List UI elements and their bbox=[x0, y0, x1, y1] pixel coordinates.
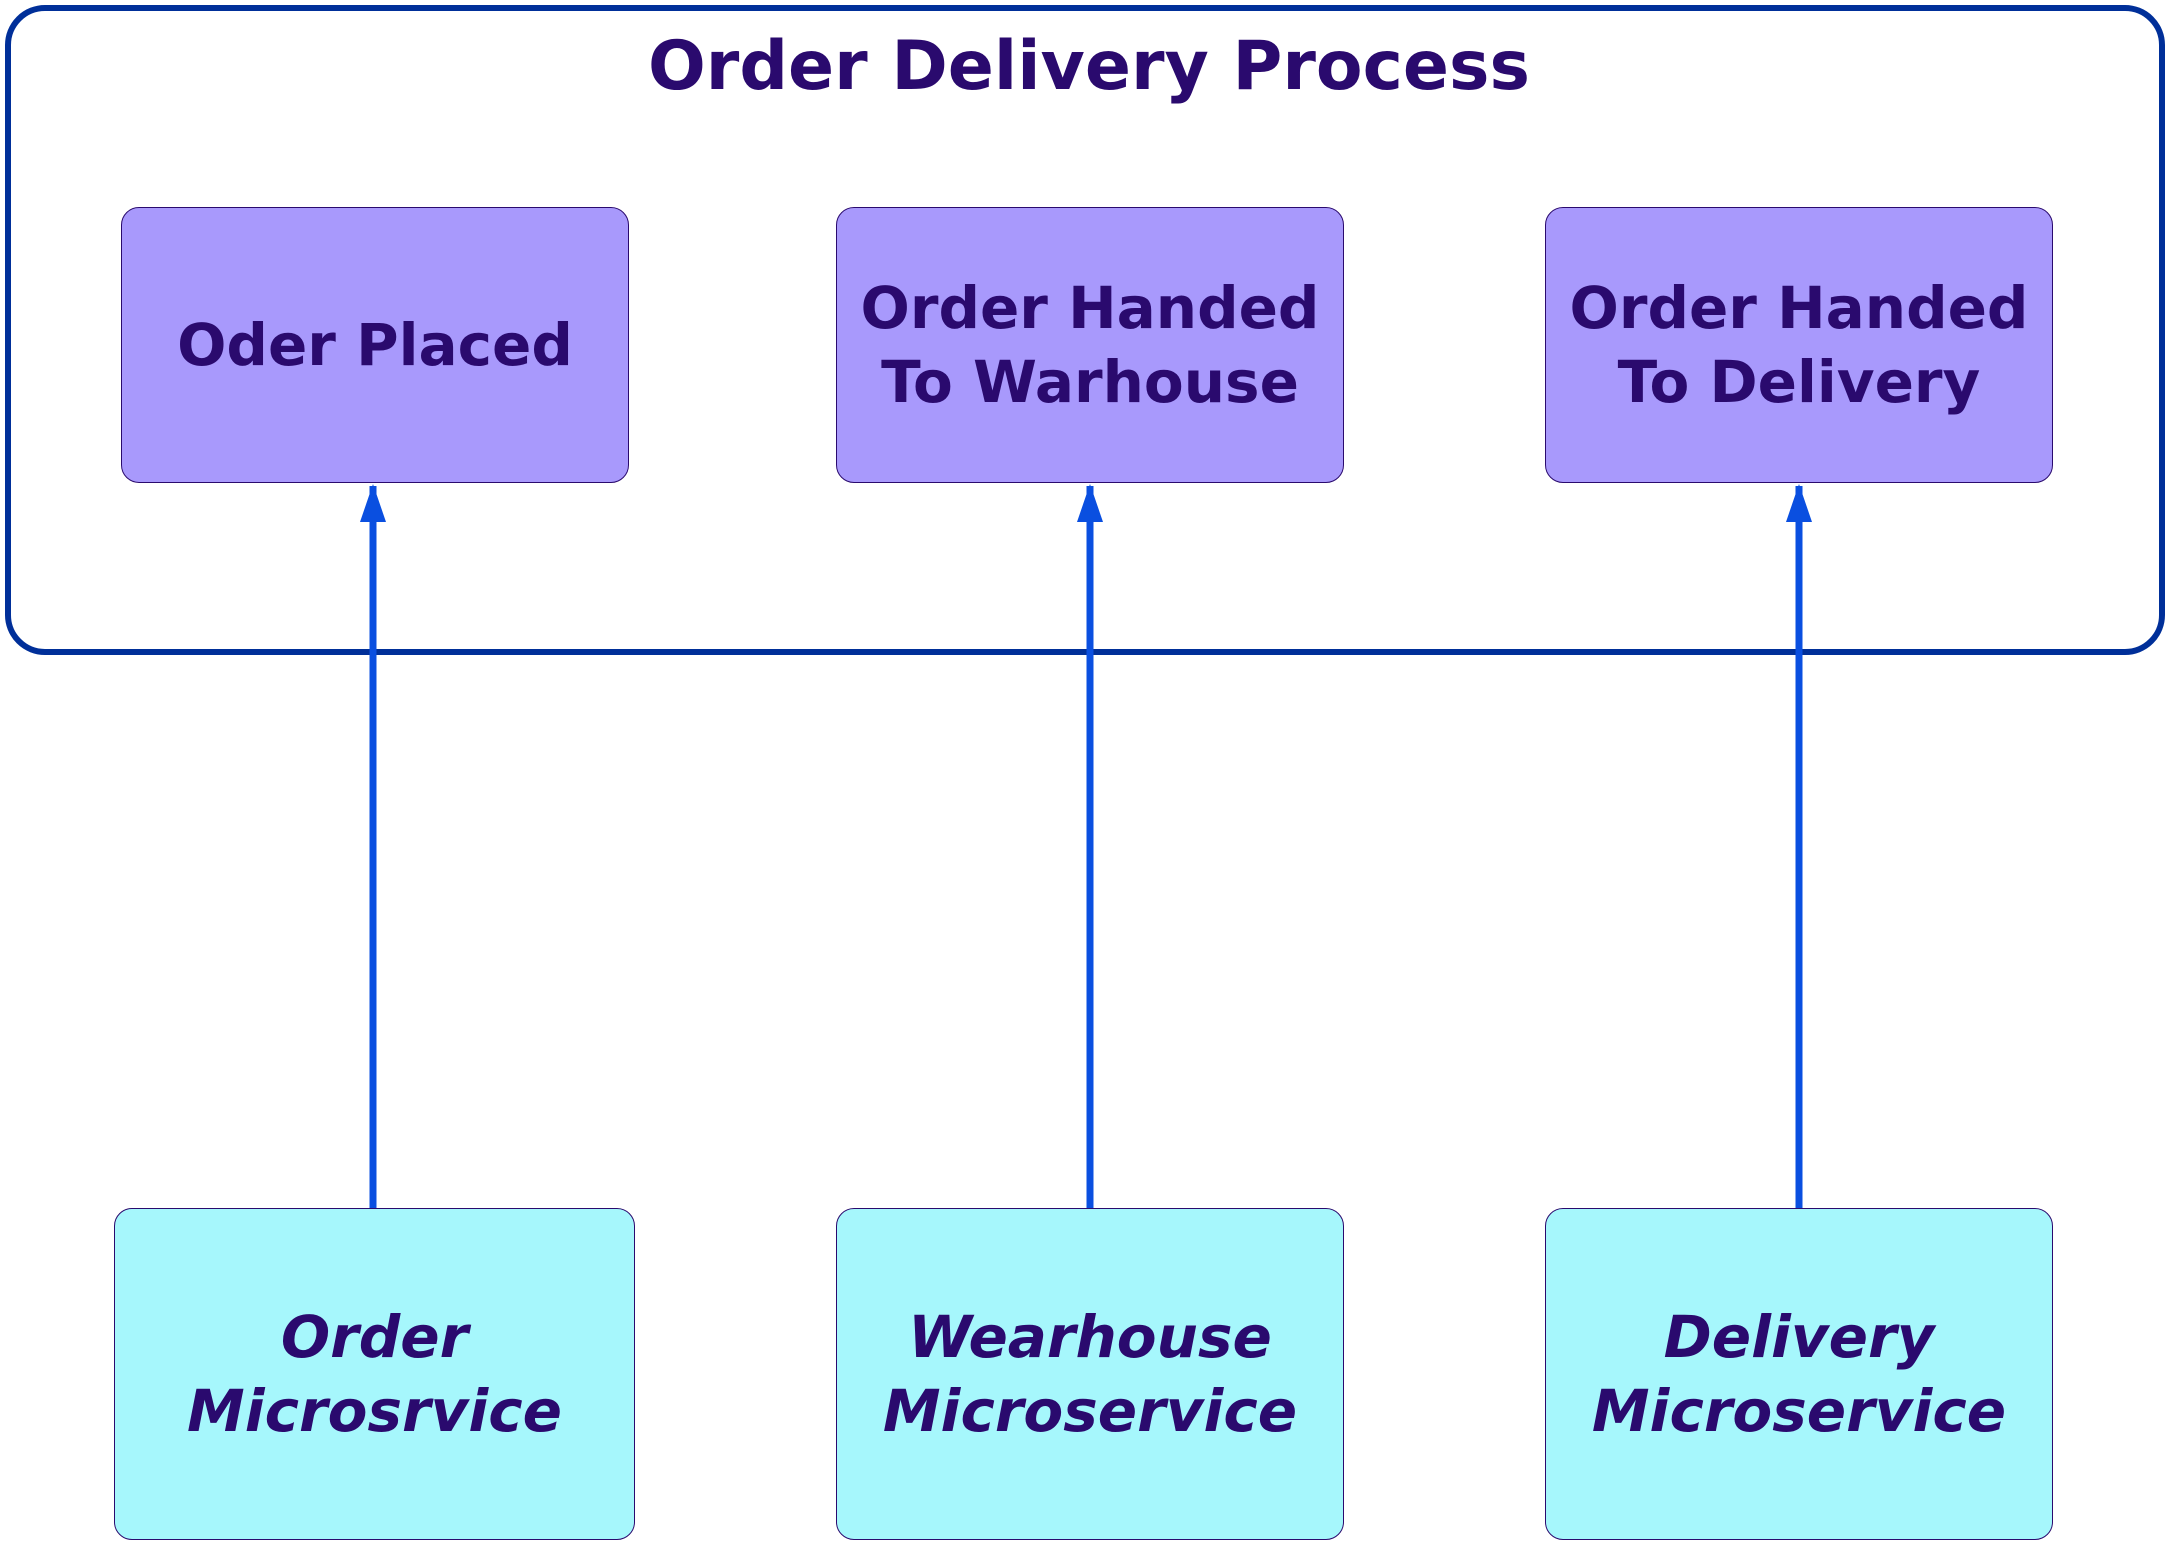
stage-handed-to-warehouse[interactable]: Order Handed To Warhouse bbox=[836, 207, 1344, 483]
warehouse-microservice-box[interactable]: Wearhouse Microservice bbox=[836, 1208, 1344, 1540]
stage-label: Order Handed To Delivery bbox=[1569, 274, 2029, 416]
arrowhead-icon bbox=[1786, 484, 1812, 522]
delivery-microservice-box[interactable]: Delivery Microservice bbox=[1545, 1208, 2053, 1540]
stage-label: Order Handed To Warhouse bbox=[860, 274, 1320, 416]
service-label: Delivery Microservice bbox=[1591, 1303, 2007, 1445]
stage-handed-to-delivery[interactable]: Order Handed To Delivery bbox=[1545, 207, 2053, 483]
process-group-frame bbox=[5, 5, 2165, 655]
arrowhead-icon bbox=[1077, 484, 1103, 522]
arrowhead-icon bbox=[360, 484, 386, 522]
stage-order-placed[interactable]: Oder Placed bbox=[121, 207, 629, 483]
process-title: Order Delivery Process bbox=[648, 27, 1530, 106]
service-label: Order Microsrvice bbox=[187, 1303, 562, 1445]
service-label: Wearhouse Microservice bbox=[882, 1303, 1298, 1445]
stage-label: Oder Placed bbox=[177, 311, 573, 379]
order-microservice-box[interactable]: Order Microsrvice bbox=[114, 1208, 635, 1540]
